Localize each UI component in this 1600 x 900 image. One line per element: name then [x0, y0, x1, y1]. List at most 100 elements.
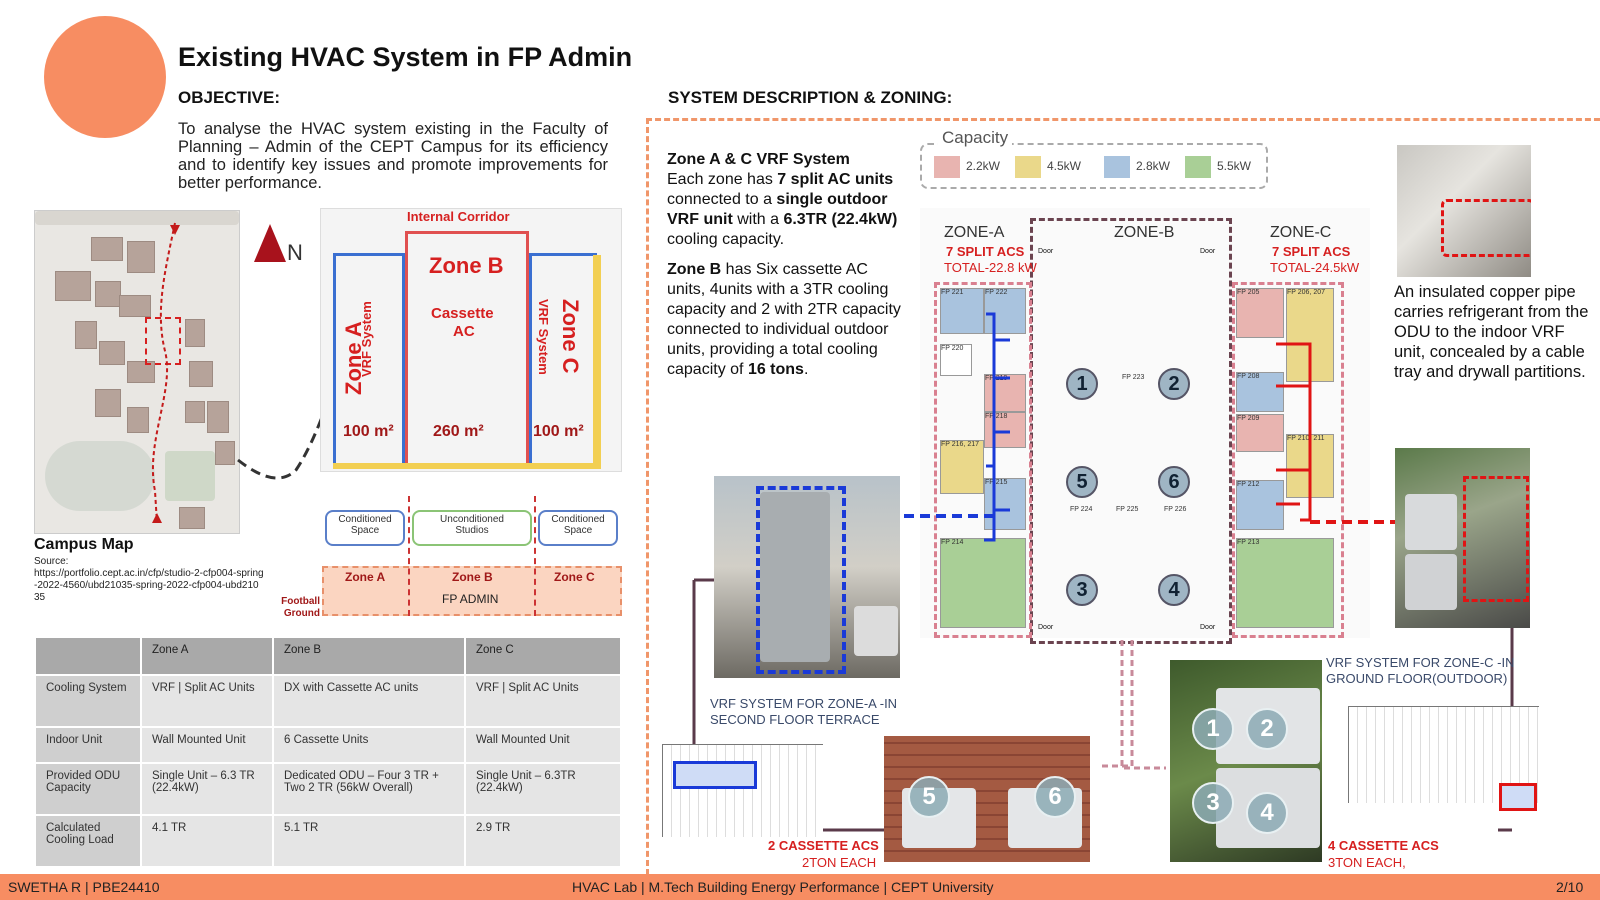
zone-a-title: ZONE-A: [944, 224, 1005, 241]
table-row-header: Calculated Cooling Load: [34, 814, 142, 868]
table-cell: Wall Mounted Unit: [140, 726, 274, 764]
cassette-unit-marker: 5: [1066, 466, 1098, 498]
room-fp208: FP 208: [1236, 372, 1284, 412]
zone-c-area-value: 100 m²: [533, 423, 584, 440]
table-header-cell: [34, 636, 142, 676]
room-fp218: FP 218: [984, 412, 1026, 448]
objective-heading: OBJECTIVE:: [178, 88, 281, 107]
unit-number-badge: 4: [1246, 792, 1288, 834]
cassette-2-label: 2 CASSETTE ACS: [768, 838, 879, 853]
cassette-4-sub: 3TON EACH,: [1328, 855, 1406, 870]
table-row-header: Cooling System: [34, 674, 142, 728]
capacity-swatch: [1015, 156, 1041, 178]
zone-c-edge: [593, 255, 601, 465]
fp-admin-section: [322, 566, 622, 616]
odu-location: [1499, 783, 1537, 811]
copper-pipe-text: An insulated copper pipe carries refrige…: [1394, 283, 1589, 381]
table-header-cell: Zone C: [464, 636, 622, 676]
campus-route: [151, 222, 180, 524]
table-row-header: Provided ODU Capacity: [34, 762, 142, 816]
unit-number-badge: 2: [1246, 708, 1288, 750]
unit-number-badge: 3: [1192, 782, 1234, 824]
room-fp225: FP 225: [1116, 506, 1139, 513]
zoning-plan: Internal Corridor Zone B Cassette AC Zon…: [320, 208, 622, 472]
table-row: Indoor Unit Wall Mounted Unit 6 Cassette…: [34, 726, 622, 764]
room-fp220: FP 220: [940, 344, 972, 376]
zone-b-sub-2: AC: [453, 323, 475, 340]
zone-a-elevation: [662, 744, 823, 837]
unit-number-badge: 1: [1192, 708, 1234, 750]
zone-a-outline: [934, 282, 1032, 638]
zone-b-label: Zone B: [429, 253, 504, 278]
footer-bar: SWETHA R | PBE24410 HVAC Lab | M.Tech Bu…: [0, 874, 1600, 900]
objective-text: To analyse the HVAC system existing in t…: [178, 120, 608, 192]
zone-c-outline: [1232, 282, 1344, 638]
zone-b-paragraph: Zone B has Six cassette AC units, 4units…: [667, 261, 901, 378]
bottom-edge: [333, 463, 601, 469]
section-zone-a: Zone A: [345, 570, 386, 584]
footer-course: HVAC Lab | M.Tech Building Energy Perfor…: [572, 879, 994, 895]
zone-c-title: ZONE-C: [1270, 224, 1332, 241]
decorative-circle: [44, 16, 166, 138]
capacity-item: 4.5kW: [1015, 156, 1081, 178]
odu-unit: [854, 606, 898, 656]
cassette-unit-marker: 2: [1158, 368, 1190, 400]
room-fp216-217: FP 216, 217: [940, 440, 984, 494]
hvac-summary-table: Zone A Zone B Zone C Cooling System VRF …: [34, 636, 622, 868]
zone-a-caption-1: VRF SYSTEM FOR ZONE-A -IN: [710, 696, 898, 711]
room-fp215: FP 215: [984, 478, 1026, 530]
conditioned-space-a: Conditioned Space: [325, 510, 405, 546]
table-cell: 6 Cassette Units: [272, 726, 466, 764]
unit-number-badge: 5: [908, 776, 950, 818]
room-fp223: FP 223: [1122, 374, 1145, 381]
odu-unit: [1405, 554, 1457, 610]
zone-c-caption-1: VRF SYSTEM FOR ZONE-C -IN: [1326, 655, 1515, 670]
table-cell: 4.1 TR: [140, 814, 274, 868]
table-cell: VRF | Split AC Units: [464, 674, 622, 728]
system-heading: SYSTEM DESCRIPTION & ZONING:: [668, 88, 953, 107]
copper-pipe-photo: [1397, 145, 1531, 277]
campus-map-title: Campus Map: [34, 536, 134, 553]
zone-c-elevation: [1348, 706, 1539, 811]
room-fp222: FP 222: [984, 288, 1026, 334]
zone-c-odu-photo: [1395, 448, 1530, 628]
odu-highlight: [1463, 476, 1529, 602]
zone-a-total: TOTAL-22.8 kW: [944, 260, 1037, 275]
cassette-unit-marker: 6: [1158, 466, 1190, 498]
room-fp221: FP 221: [940, 288, 984, 334]
odu-location: [673, 761, 757, 789]
zone-a-acs: 7 SPLIT ACS: [946, 244, 1025, 259]
zone-a-caption-2: SECOND FLOOR TERRACE: [710, 712, 880, 727]
odu-unit: [1405, 494, 1457, 550]
zone-a-odu-photo: [714, 476, 900, 678]
capacity-item: 5.5kW: [1185, 156, 1251, 178]
cassette-unit-marker: 3: [1066, 574, 1098, 606]
capacity-swatch: [934, 156, 960, 178]
cassette-unit-marker: 1: [1066, 368, 1098, 400]
capacity-legend: [920, 143, 1268, 189]
room-fp209: FP 209: [1236, 414, 1284, 452]
door-label: Door: [1038, 248, 1054, 255]
table-header-cell: Zone A: [140, 636, 274, 676]
north-label: N: [287, 240, 303, 265]
pipe-highlight: [1441, 199, 1531, 257]
campus-map: [34, 210, 240, 534]
door-label: Door: [1200, 248, 1216, 255]
cassette-odu-pair-photo: 5 6: [884, 736, 1090, 862]
table-row: Cooling System VRF | Split AC Units DX w…: [34, 674, 622, 728]
cassette-2-sub: 2TON EACH: [802, 855, 877, 870]
zone-b-title: ZONE-B: [1114, 224, 1175, 241]
zone-c-total: TOTAL-24.5kW: [1270, 260, 1360, 275]
capacity-item: 2.2kW: [934, 156, 1000, 178]
table-cell: Dedicated ODU – Four 3 TR + Two 2 TR (56…: [272, 762, 466, 816]
section-divider-1: [408, 496, 410, 616]
table-cell: Single Unit – 6.3TR (22.4kW): [464, 762, 622, 816]
campus-map-source: Source: https://portfolio.cept.ac.in/cfp…: [34, 556, 264, 603]
zone-b-sub-1: Cassette: [431, 305, 494, 322]
table-header-cell: Zone B: [272, 636, 466, 676]
zone-a-area-value: 100 m²: [343, 423, 394, 440]
cassette-4-label: 4 CASSETTE ACS: [1328, 838, 1439, 853]
